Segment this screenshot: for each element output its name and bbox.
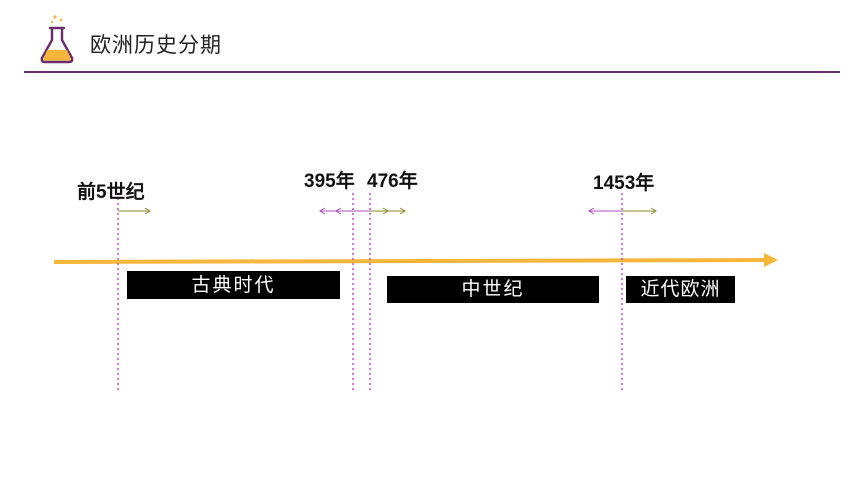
marker-label-395: 395年 xyxy=(304,171,355,192)
period-modern-europe: 近代欧洲 xyxy=(626,276,735,303)
marker-label-476: 476年 xyxy=(367,171,418,192)
marker-arrow-1453 xyxy=(588,207,657,215)
marker-arrow-5th-century-bc xyxy=(118,207,151,215)
timeline-arrowhead xyxy=(764,253,778,267)
header-divider xyxy=(24,71,840,73)
period-medieval: 中世纪 xyxy=(387,276,599,303)
flask-icon xyxy=(40,15,74,64)
timeline-axis xyxy=(53,258,769,264)
period-classical: 古典时代 xyxy=(127,271,340,299)
marker-label-1453: 1453年 xyxy=(593,173,655,194)
page-title: 欧洲历史分期 xyxy=(90,33,222,57)
marker-arrow-476 xyxy=(370,207,406,215)
marker-label-5th-century-bc: 前5世纪 xyxy=(77,182,145,203)
slide-header: 欧洲历史分期 xyxy=(0,0,860,76)
